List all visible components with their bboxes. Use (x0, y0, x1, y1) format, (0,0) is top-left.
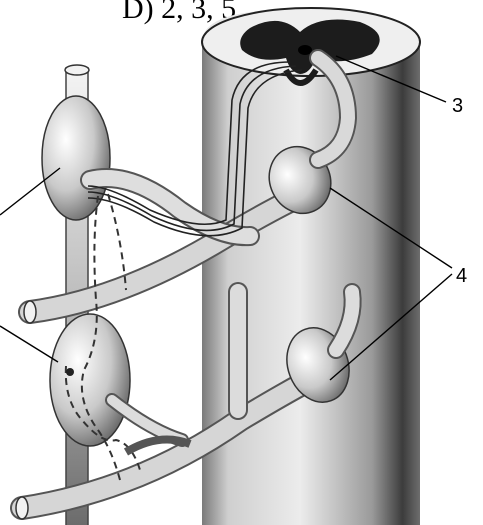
lower-trunk-ganglion (50, 314, 130, 446)
spinal-cord (202, 8, 420, 525)
label-4: 4 (456, 265, 467, 287)
label-3: 3 (452, 95, 463, 117)
upper-trunk-ganglion (42, 96, 110, 220)
